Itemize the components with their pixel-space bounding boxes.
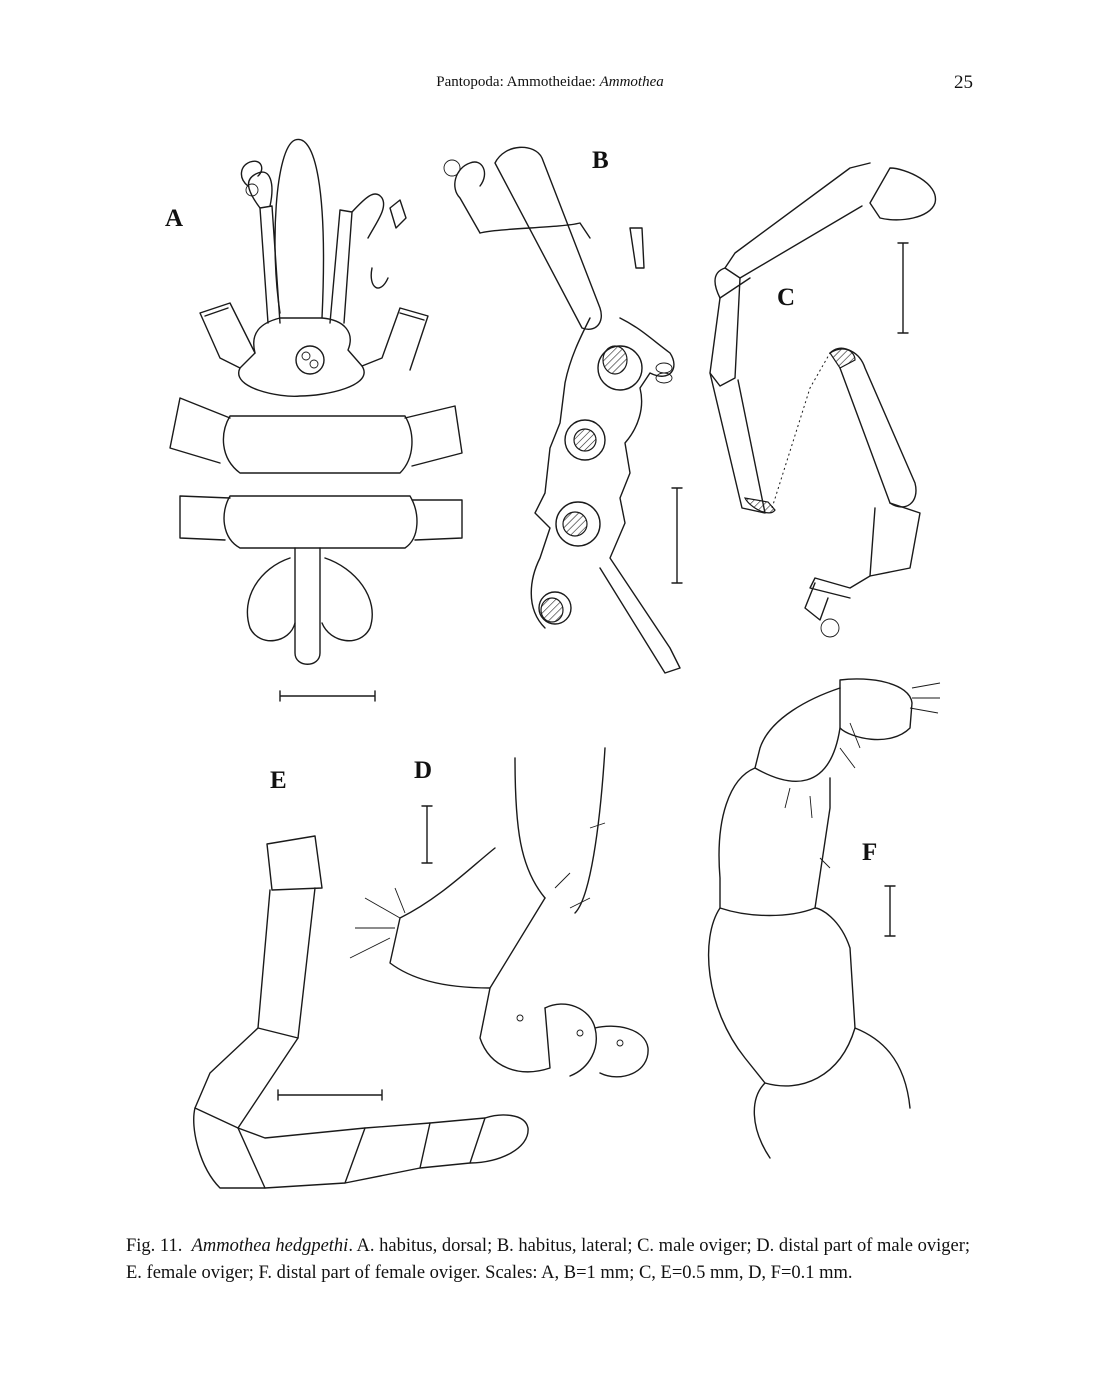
figure-plate: A B C D E F: [150, 128, 950, 1208]
caption-fig-number: Fig. 11.: [126, 1236, 183, 1256]
figure-caption: Fig. 11. Ammothea hedgpethi. A. habitus,…: [126, 1233, 986, 1287]
panel-label-d: D: [414, 757, 433, 784]
running-head-genus: Ammothea: [599, 74, 664, 90]
running-head-text: Pantopoda: Ammotheidae:: [436, 74, 600, 90]
panel-label-a: A: [165, 205, 184, 232]
distal-female-oviger-drawing: [707, 678, 941, 1159]
caption-text: . A. habitus, dorsal; B. habitus, latera…: [126, 1236, 971, 1283]
male-oviger-drawing: [709, 162, 936, 638]
habitus-dorsal-drawing: [169, 138, 463, 702]
panel-label-c: C: [777, 284, 796, 311]
panel-label-f: F: [862, 839, 878, 866]
distal-male-oviger-drawing: [349, 747, 649, 1078]
habitus-lateral-drawing: [443, 146, 683, 674]
caption-species: Ammothea hedgpethi: [191, 1236, 349, 1256]
figure-drawing: [169, 138, 941, 1189]
panel-label-b: B: [592, 147, 609, 174]
page-number: 25: [954, 72, 973, 93]
running-head: Pantopoda: Ammotheidae: Ammothea: [0, 74, 1100, 91]
female-oviger-drawing: [193, 835, 529, 1189]
panel-label-e: E: [270, 767, 287, 794]
